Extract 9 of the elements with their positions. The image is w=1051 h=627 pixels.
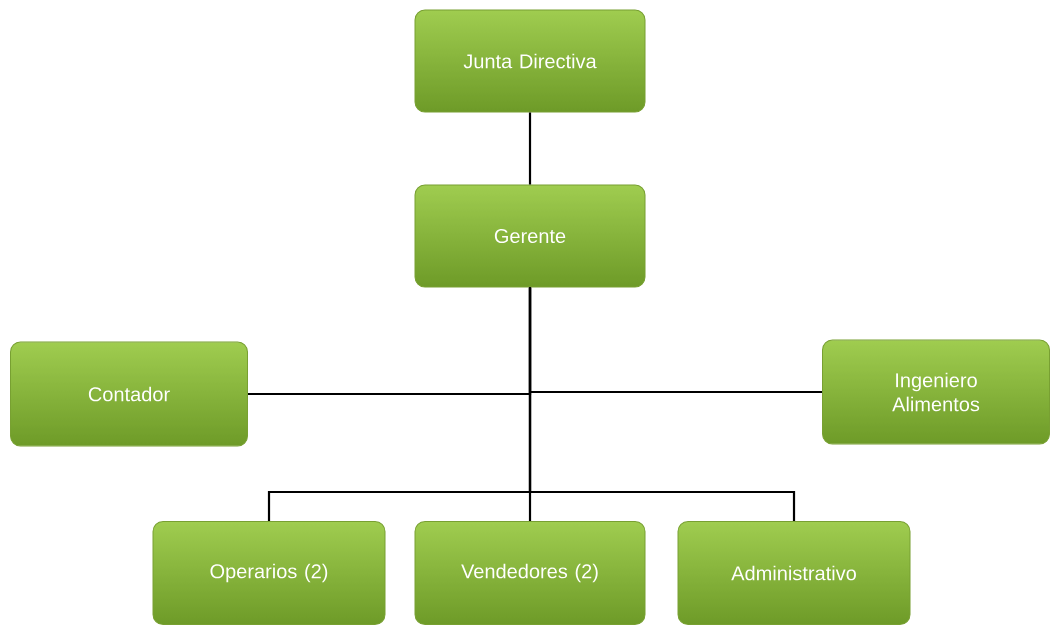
org-box: Contador — [10, 341, 248, 447]
org-box: Ingeniero Alimentos — [822, 339, 1050, 445]
connector-line — [528, 287, 796, 521]
org-box: Gerente — [414, 184, 646, 288]
org-box: Junta Directiva — [414, 9, 646, 113]
org-box: Administrativo — [677, 521, 911, 625]
connector-line — [528, 112, 532, 185]
org-box: Vendedores (2) — [414, 521, 646, 625]
org-box: Operarios (2) — [152, 521, 386, 625]
